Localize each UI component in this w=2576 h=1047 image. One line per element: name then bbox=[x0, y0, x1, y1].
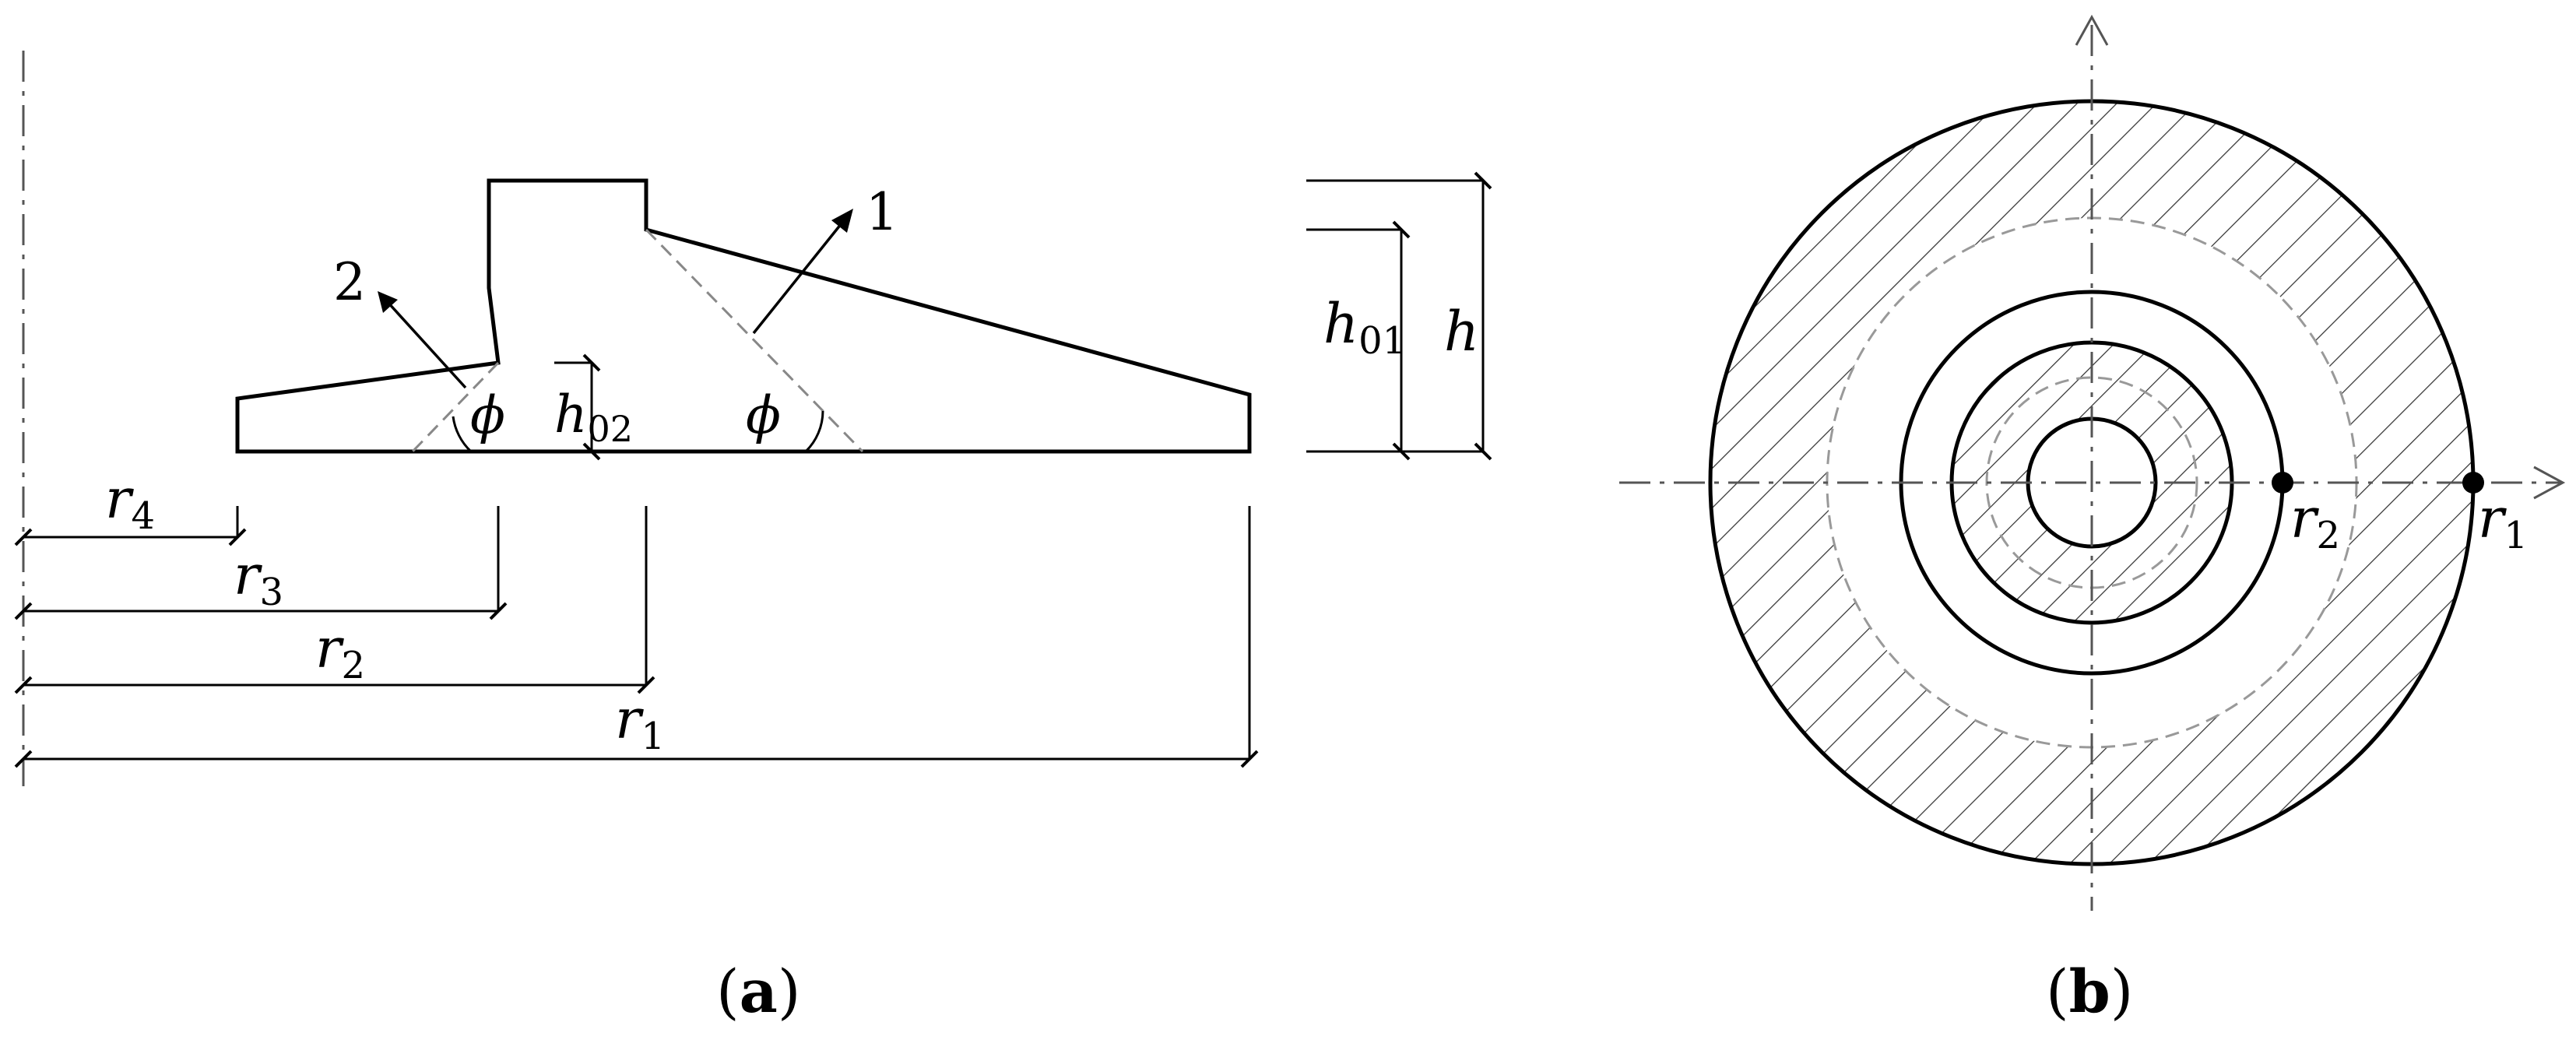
h-tick-top bbox=[1474, 171, 1492, 190]
h02-tick-top bbox=[582, 353, 601, 372]
r1-label-b: r1 bbox=[2478, 487, 2528, 557]
r1-point bbox=[2462, 472, 2484, 494]
h-label: h bbox=[1444, 300, 1479, 364]
angle-arc-outer bbox=[804, 410, 824, 453]
arrowhead-1 bbox=[831, 209, 853, 233]
leader-arrow-1 bbox=[752, 218, 846, 335]
h-tick-bottom bbox=[1474, 442, 1492, 461]
label-one: 1 bbox=[866, 182, 898, 242]
h01-label: h01 bbox=[1323, 292, 1406, 363]
inner-hatched-ring bbox=[1952, 343, 2232, 623]
caption-b: (b) bbox=[2046, 957, 2133, 1026]
h01-tick-bottom bbox=[1392, 442, 1411, 461]
panel-a: 1 2 ϕ ϕ h02 h01 h bbox=[14, 51, 1492, 1026]
phi-inner: ϕ bbox=[470, 385, 505, 445]
horizontal-axis-arrowhead bbox=[2533, 466, 2566, 500]
caption-a: (a) bbox=[716, 957, 801, 1026]
punching-line-outer bbox=[645, 228, 864, 453]
r2-label: r2 bbox=[315, 617, 365, 687]
phi-outer: ϕ bbox=[746, 385, 781, 445]
arrowhead-2 bbox=[378, 291, 398, 313]
vertical-axis-arrowhead bbox=[2075, 14, 2109, 46]
r2-label-b: r2 bbox=[2290, 487, 2340, 557]
panel-b: r2 r1 (b) bbox=[1619, 14, 2566, 1026]
label-two: 2 bbox=[333, 252, 366, 312]
h02-tick-bottom bbox=[582, 442, 601, 461]
r1-label: r1 bbox=[615, 687, 665, 758]
r4-label: r4 bbox=[105, 467, 155, 538]
h02-label: h02 bbox=[554, 385, 633, 450]
leader-arrow-2 bbox=[385, 300, 467, 389]
angle-arc-inner bbox=[452, 416, 473, 453]
r3-label: r3 bbox=[234, 543, 283, 614]
outer-hatched-ring bbox=[1710, 101, 2473, 864]
r-dimension-ticks bbox=[14, 528, 1259, 768]
r2-point bbox=[2272, 472, 2293, 494]
foundation-outline bbox=[235, 178, 1252, 454]
h01-tick-top bbox=[1392, 220, 1411, 239]
